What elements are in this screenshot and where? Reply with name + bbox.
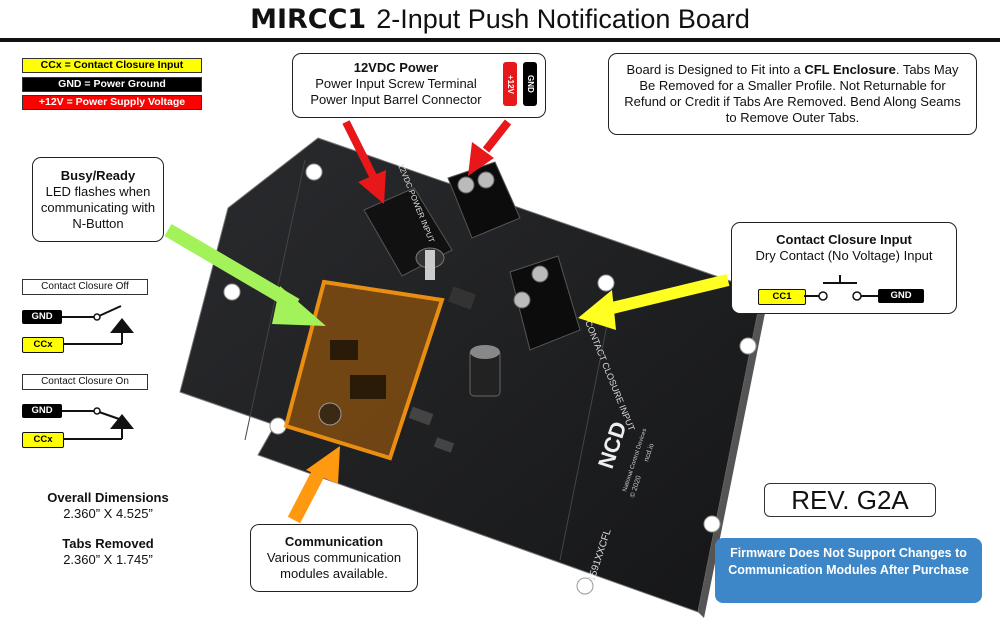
arrow-power-terminal [468,119,512,176]
enclosure-note-post: . Tabs May Be Removed for a Smaller Prof… [624,62,961,125]
legend-12v: +12V = Power Supply Voltage [22,95,202,110]
mount-hole [269,417,287,435]
smd-chip [408,406,434,426]
mount-hole [576,577,594,595]
power-heading: 12VDC Power [353,60,439,75]
switch-on-schematic [62,407,134,440]
switch-off-label: Contact Closure Off [22,279,148,295]
mount-hole [703,515,721,533]
model-name: MIRCC1 [250,4,367,35]
communication-callout: Communication Various communication modu… [250,524,418,592]
page-title: MIRCC1 2-Input Push Notification Board [0,4,1000,35]
cc1-tag: CC1 [758,289,806,305]
overall-dimensions-value: 2.360” X 4.525” [63,506,153,521]
switch-on-ccx: CCx [22,432,64,448]
barrel-connector [363,187,453,280]
contact-text: Dry Contact (No Voltage) Input [755,248,933,263]
pushbutton-schematic [804,275,878,301]
overall-dimensions-heading: Overall Dimensions [47,490,169,505]
arrow-communication [287,446,340,524]
legend-gnd: GND = Power Ground [22,77,202,92]
smd-chip [433,437,455,453]
arrow-busy [164,223,326,326]
switch-off-schematic [62,305,134,345]
contact-gnd-tag: GND [878,289,924,303]
contact-heading: Contact Closure Input [776,232,912,247]
enclosure-note-pre: Board is Designed to Fit into a [626,62,805,77]
mount-hole [305,163,323,181]
busy-ready-callout: Busy/Ready LED flashes when communicatin… [32,157,164,242]
tabs-removed-heading: Tabs Removed [62,536,154,551]
communication-module [283,279,445,461]
smd-chip [447,286,477,310]
title-rule [0,38,1000,42]
legend-ccx: CCx = Contact Closure Input [22,58,202,73]
power-line2: Power Input Barrel Connector [310,92,482,107]
power-line1: Power Input Screw Terminal [315,76,477,91]
mount-hole [739,337,757,355]
enclosure-note: Board is Designed to Fit into a CFL Encl… [608,53,977,135]
contact-screw-terminal [509,255,581,351]
capacitor [469,345,501,397]
seam-right [559,299,613,561]
arrow-contact [578,274,730,330]
enclosure-note-bold: CFL Enclosure [804,62,896,77]
pcb-edge [698,292,768,618]
busy-heading: Busy/Ready [60,168,136,183]
communication-heading: Communication [284,534,384,549]
mount-hole [223,283,241,301]
switch-on-gnd: GND [22,404,62,418]
power-screw-terminal [447,161,521,239]
power-callout: 12VDC Power Power Input Screw Terminal P… [292,53,546,118]
dimensions-block: Overall Dimensions 2.360” X 4.525” Tabs … [40,490,176,568]
switch-on-label: Contact Closure On [22,374,148,390]
title-subtitle: 2-Input Push Notification Board [376,4,750,34]
tabs-removed-value: 2.360” X 1.745” [63,552,153,567]
pin-gnd-label: GND [523,62,537,106]
arrow-power-barrel [342,120,386,204]
revision-label: REV. G2A [764,483,936,517]
pin-12v-label: +12V [503,62,517,106]
firmware-note: Firmware Does Not Support Changes to Com… [715,538,982,603]
communication-text: Various communication modules available. [266,550,402,581]
mount-hole [597,274,615,292]
busy-text: LED flashes when communicating with N-Bu… [40,184,156,231]
switch-off-gnd: GND [22,310,62,324]
contact-input-callout: Contact Closure Input Dry Contact (No Vo… [731,222,957,314]
switch-off-ccx: CCx [22,337,64,353]
